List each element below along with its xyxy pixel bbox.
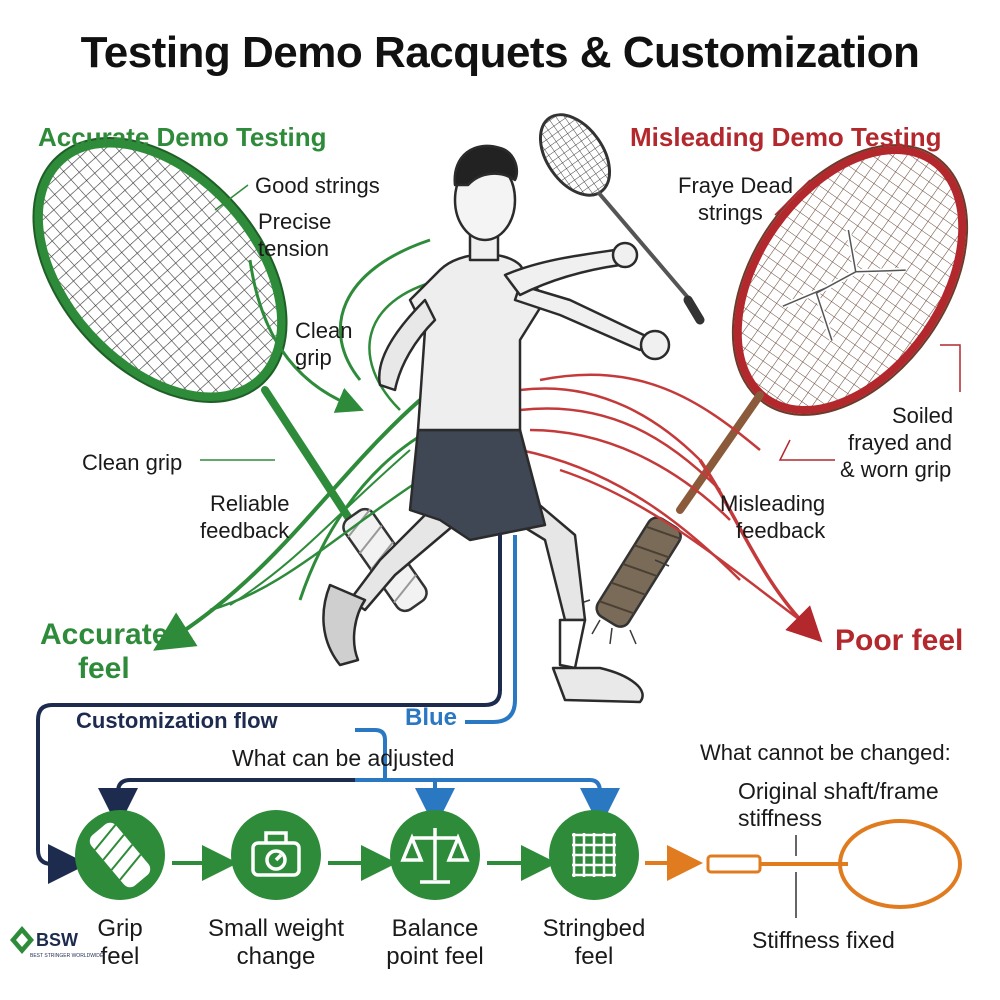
misleading-racquet (577, 144, 969, 645)
original-shaft-line2: stiffness (738, 805, 822, 831)
step-caption-grip-line2: feel (100, 943, 140, 970)
step-caption-grip-line1: Grip (97, 915, 143, 942)
customization-flow-lines (36, 535, 620, 884)
step-caption-stringbed-line1: Stringbed (542, 915, 646, 942)
reliable-feedback-line1: Reliable (210, 491, 290, 516)
step-caption-balance: Balance point feel (370, 915, 500, 971)
leader-lines (200, 179, 961, 461)
misleading-heading: Misleading Demo Testing (630, 122, 942, 152)
player-illustration (322, 113, 705, 704)
step-caption-balance-line1: Balance (391, 915, 479, 942)
soiled-grip-label-line2: frayed and (848, 430, 952, 455)
misleading-feedback-line1: Misleading (720, 491, 826, 516)
step-circle-grip (75, 810, 165, 900)
bsw-logo-subtext: BEST STRINGER WORLDWIDE (30, 953, 104, 959)
clean-grip-label-b: Clean grip (82, 450, 183, 475)
good-strings-label: Good strings (255, 173, 380, 198)
scale-icon (251, 831, 301, 877)
misleading-feedback-line2: feedback (736, 518, 826, 543)
step-caption-weight-line2: change (236, 943, 316, 970)
page-title: Testing Demo Racquets & Customization (80, 28, 920, 77)
dead-strings-label-line1: Fraye Dead (678, 173, 793, 198)
precise-tension-label-line2: tension (258, 236, 329, 261)
fixed-stiffness-racquet (706, 819, 962, 918)
step-caption-grip: Grip feel (60, 915, 180, 971)
string-grid-icon (572, 833, 616, 877)
grip-tape-icon (89, 822, 151, 888)
bsw-logo-mark (10, 926, 34, 954)
bsw-logo-text: BSW (36, 930, 78, 950)
step-caption-weight-line1: Small weight (207, 915, 345, 942)
step-caption-stringbed: Stringbed feel (529, 915, 659, 971)
what-can-be-adjusted-label: What can be adjusted (232, 745, 455, 771)
cannot-change-heading: What cannot be changed: (700, 740, 951, 765)
accurate-heading: Accurate Demo Testing (38, 122, 327, 152)
step-caption-stringbed-line2: feel (574, 943, 614, 970)
blue-label: Blue (405, 704, 458, 731)
step-circle-balance (390, 810, 480, 900)
stiffness-fixed-label: Stiffness fixed (752, 927, 895, 953)
clean-grip-label-a-line1: Clean (295, 318, 353, 343)
clean-grip-label-a-line2: grip (295, 345, 332, 370)
step-caption-balance-line2: point feel (386, 943, 484, 970)
accurate-feel-line2: feel (78, 652, 130, 685)
soiled-grip-label-line3: & worn grip (840, 457, 952, 482)
step-circle-weight (231, 810, 321, 900)
soiled-grip-label-line1: Soiled (892, 403, 954, 428)
red-flow-arrows (519, 373, 823, 643)
step-circle-stringbed (549, 810, 639, 900)
accurate-feel-line1: Accurate (40, 618, 169, 651)
precise-tension-label-line1: Precise (258, 209, 332, 234)
player-racquet (538, 113, 705, 325)
customization-flow-label: Customization flow (76, 708, 278, 733)
poor-feel-label: Poor feel (835, 624, 964, 657)
step-caption-weight: Small weight change (196, 915, 356, 971)
original-shaft-line1: Original shaft/frame (738, 778, 939, 804)
reliable-feedback-line2: feedback (200, 518, 290, 543)
green-flow-arrows (153, 238, 441, 651)
balance-scale-icon (400, 828, 470, 884)
dead-strings-label-line2: strings (698, 200, 763, 225)
